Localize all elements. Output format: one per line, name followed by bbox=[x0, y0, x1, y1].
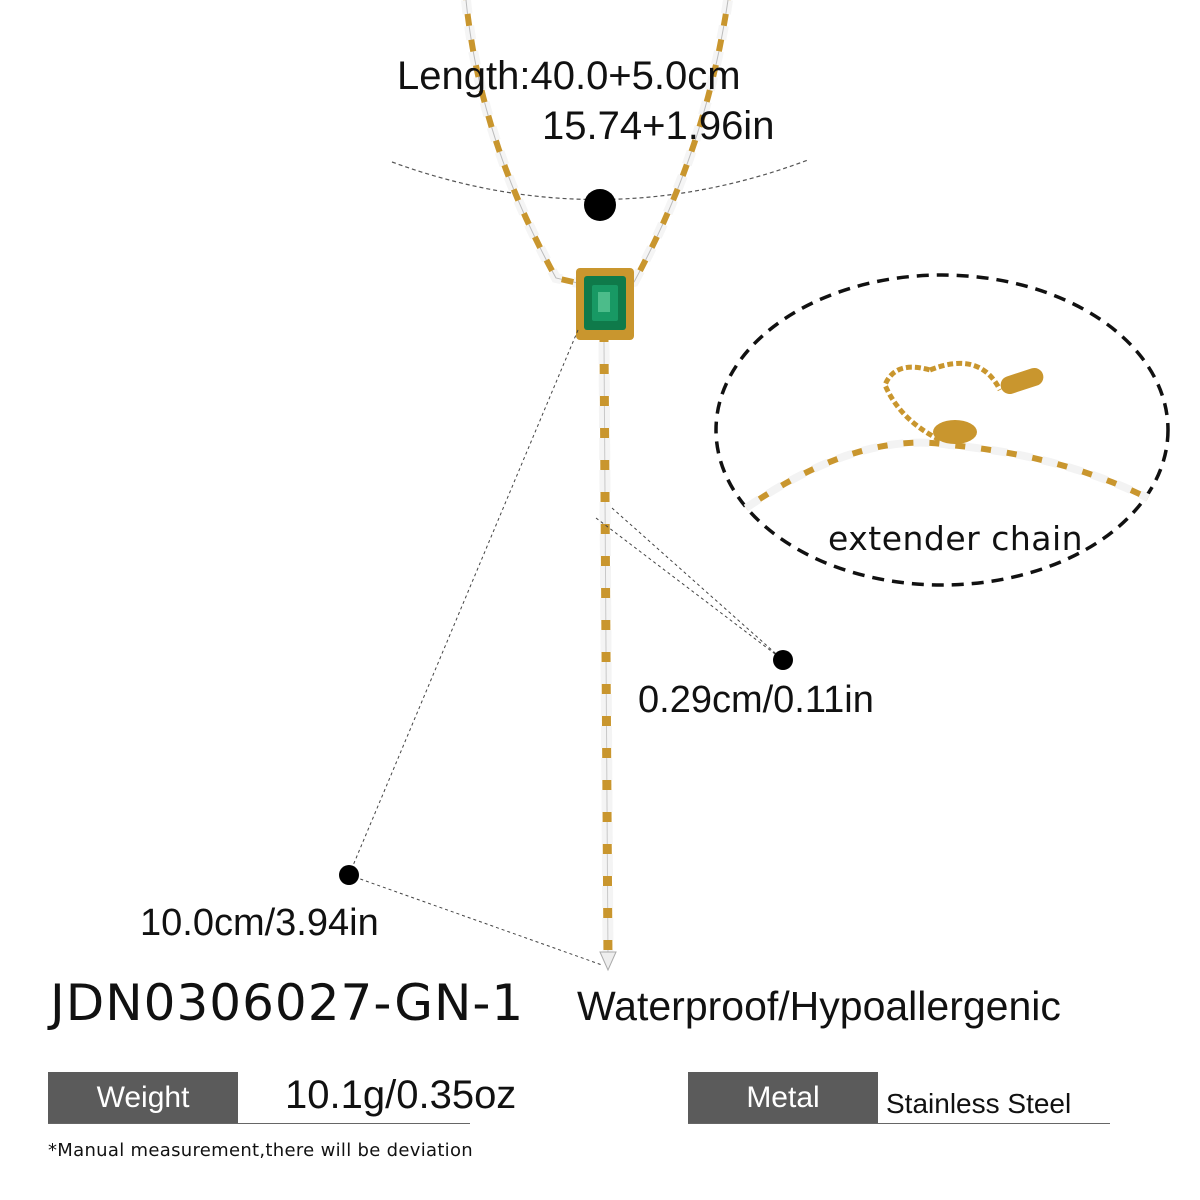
link-width-text: 0.29cm/0.11in bbox=[638, 679, 874, 721]
extender-chain-label: extender chain bbox=[828, 519, 1084, 558]
weight-value: 10.1g/0.35oz bbox=[285, 1073, 517, 1117]
emerald-pendant bbox=[576, 268, 634, 340]
product-sku: JDN0306027-GN-1 bbox=[50, 974, 525, 1032]
drop-chain bbox=[598, 339, 617, 972]
pendant-length-dot bbox=[339, 865, 359, 885]
measurement-disclaimer: *Manual measurement,there will be deviat… bbox=[48, 1140, 474, 1161]
right-chain bbox=[620, 0, 733, 291]
metal-value: Stainless Steel bbox=[886, 1088, 1072, 1119]
pendant-length-text: 10.0cm/3.94in bbox=[140, 902, 379, 944]
weight-underline bbox=[48, 1123, 470, 1124]
metal-label: Metal bbox=[688, 1072, 878, 1123]
neck-marker-dot bbox=[584, 189, 616, 221]
link-width-dot bbox=[773, 650, 793, 670]
extender-chain-detail bbox=[714, 273, 1170, 587]
length-cm-text: Length:40.0+5.0cm bbox=[397, 54, 741, 98]
metal-underline bbox=[688, 1123, 1110, 1124]
product-features: Waterproof/Hypoallergenic bbox=[577, 983, 1061, 1029]
left-chain bbox=[461, 0, 584, 289]
length-in-text: 15.74+1.96in bbox=[542, 104, 775, 148]
weight-label: Weight bbox=[48, 1072, 238, 1123]
